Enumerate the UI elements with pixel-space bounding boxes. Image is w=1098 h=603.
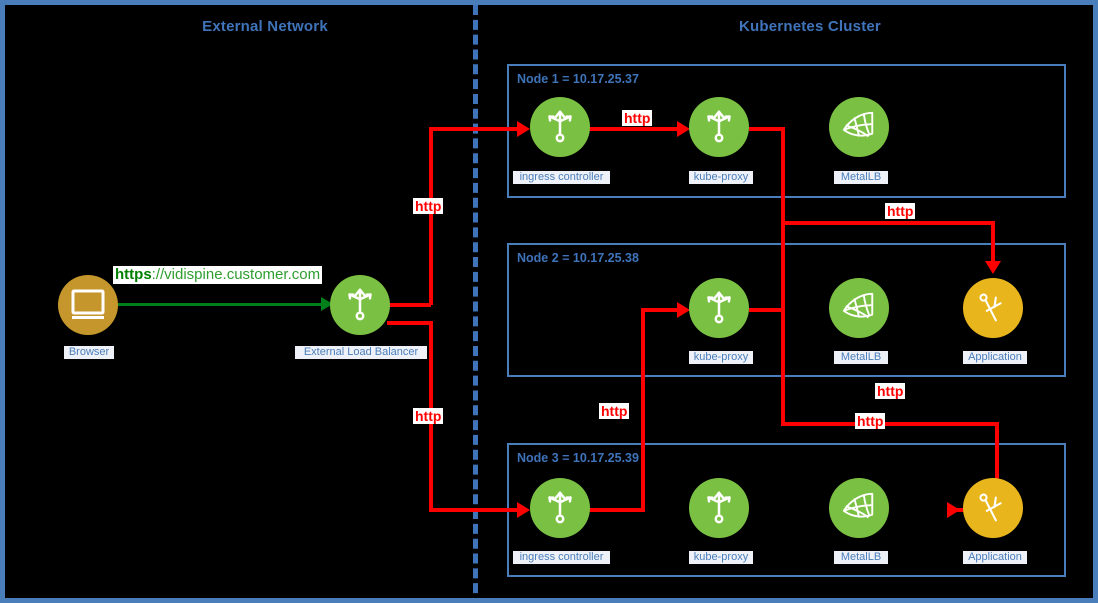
node2-metallb-caption: MetalLB — [834, 351, 888, 364]
arrowhead-node2-application — [985, 261, 1001, 274]
node3-kube-proxy-caption: kube-proxy — [689, 551, 753, 564]
node2-kube-proxy-caption: kube-proxy — [689, 351, 753, 364]
arrowhead-node1-ingress — [517, 121, 530, 137]
wire-node3-ingress-out-v — [641, 308, 645, 512]
node1-ingress-controller-icon — [530, 97, 590, 157]
http-label-node1-ingress-to-proxy: http — [622, 110, 653, 126]
wire-lb-down-h2 — [429, 508, 519, 512]
node3-application-caption: Application — [963, 551, 1027, 564]
wire-to-node2-app-h — [781, 221, 995, 225]
arrowhead-node3-ingress — [517, 502, 530, 518]
kubernetes-cluster-title: Kubernetes Cluster — [739, 18, 881, 35]
wire-node2-proxy-out-h — [749, 308, 785, 312]
wire-lb-up-v — [429, 127, 433, 305]
wire-to-node3-app-v — [995, 422, 999, 510]
node3-kube-proxy-icon — [689, 478, 749, 538]
node2-kube-proxy-icon — [689, 278, 749, 338]
node2-metallb-icon — [829, 278, 889, 338]
wire-lb-up-h1 — [387, 303, 431, 307]
node1-label: Node 1 = 10.17.25.37 — [517, 72, 639, 86]
node1-metallb-caption: MetalLB — [834, 171, 888, 184]
node1-metallb-icon — [829, 97, 889, 157]
boundary-divider — [473, 5, 478, 598]
browser-caption: Browser — [64, 346, 114, 359]
node1-kube-proxy-caption: kube-proxy — [689, 171, 753, 184]
node1-kube-proxy-icon — [689, 97, 749, 157]
wire-lb-up-h2 — [429, 127, 519, 131]
node3-label: Node 3 = 10.17.25.39 — [517, 451, 639, 465]
node2-application-icon — [963, 278, 1023, 338]
url-scheme: https — [115, 266, 152, 283]
external-load-balancer-icon — [330, 275, 390, 335]
wire-to-node2-app-v — [991, 221, 995, 265]
wire-node1-proxy-out-h — [749, 127, 785, 131]
node2-label: Node 2 = 10.17.25.38 — [517, 251, 639, 265]
arrowhead-node1-kubeproxy — [677, 121, 690, 137]
http-label-node1-proxy-to-node2-app: http — [885, 203, 916, 219]
node3-application-icon — [963, 478, 1023, 538]
wire-to-node3-app-h — [781, 422, 999, 426]
url-rest: ://vidispine.customer.com — [151, 266, 321, 283]
browser-icon — [58, 275, 118, 335]
node3-ingress-controller-caption: ingress controller — [513, 551, 610, 564]
node3-ingress-controller-icon — [530, 478, 590, 538]
wire-node2-proxy-out-v — [781, 308, 785, 425]
wire-node3-ingress-out-h — [589, 508, 645, 512]
http-label-node2-proxy-lower: http — [855, 413, 886, 429]
arrowhead-node3-application — [947, 502, 960, 518]
external-network-title: External Network — [202, 18, 328, 35]
http-label-lb-up: http — [413, 198, 444, 214]
wire-browser-to-lb — [115, 303, 323, 306]
node1-ingress-controller-caption: ingress controller — [513, 171, 610, 184]
node-box-node1: Node 1 = 10.17.25.37 — [507, 64, 1066, 198]
wire-lb-down-h1 — [387, 321, 431, 325]
http-label-lb-down: http — [413, 408, 444, 424]
http-label-node2-proxy-upper: http — [875, 383, 906, 399]
wire-to-node2-proxy-h — [641, 308, 679, 312]
node2-application-caption: Application — [963, 351, 1027, 364]
wire-node1-proxy-out-v — [781, 127, 785, 415]
http-label-node3-ingress-to-node2-proxy: http — [599, 403, 630, 419]
https-url-label: https://vidispine.customer.com — [113, 266, 323, 284]
node3-metallb-icon — [829, 478, 889, 538]
node-box-node2: Node 2 = 10.17.25.38 — [507, 243, 1066, 377]
node3-metallb-caption: MetalLB — [834, 551, 888, 564]
wire-node1-ingress-to-proxy — [589, 127, 679, 131]
arrowhead-node2-kubeproxy — [677, 302, 690, 318]
external-load-balancer-caption: External Load Balancer — [295, 346, 427, 359]
